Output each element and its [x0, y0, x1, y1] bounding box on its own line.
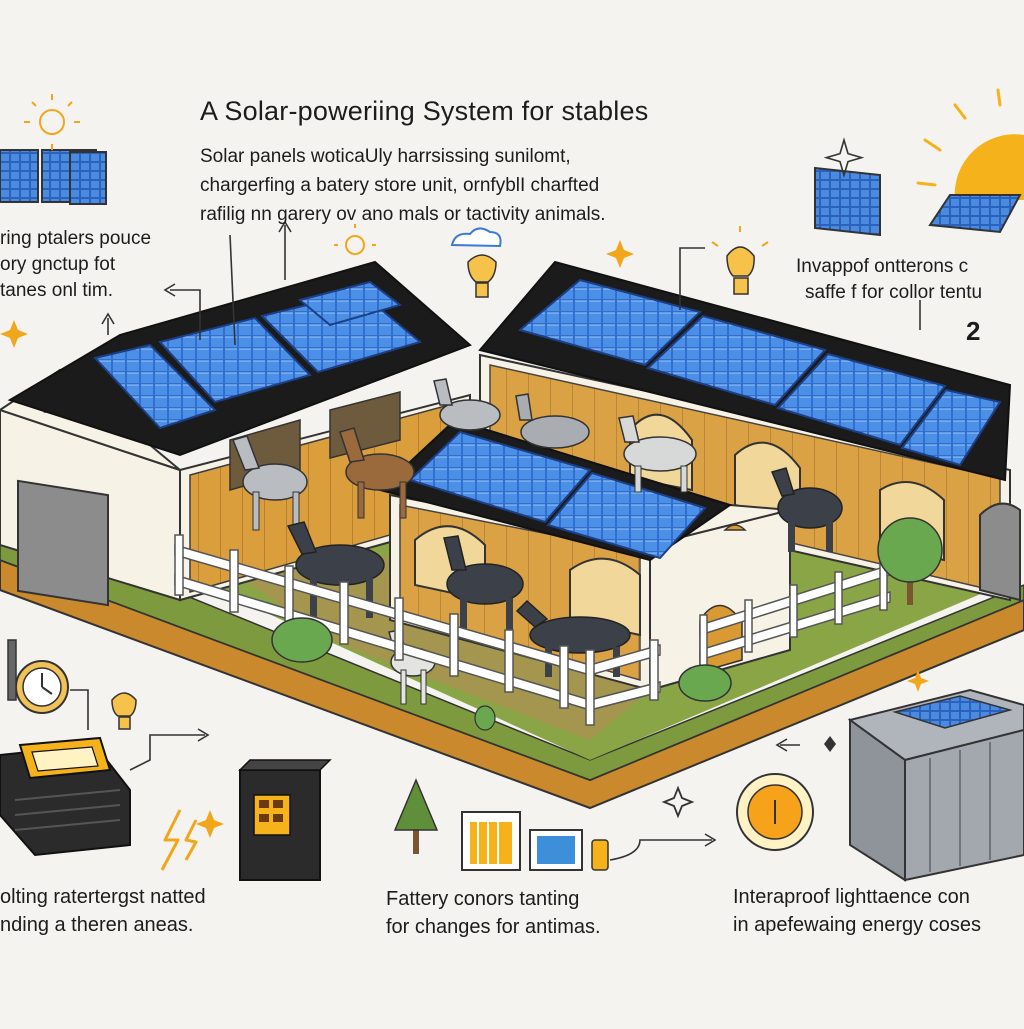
- right-callout-line: Invappof ontterons c: [796, 256, 969, 277]
- solar-panel: [646, 314, 827, 407]
- horse: [286, 521, 385, 618]
- solar-panel: [546, 471, 707, 560]
- bottom-left-caption: nding a theren aneas.: [0, 914, 194, 936]
- clock-icon: [7, 639, 69, 714]
- horse: [515, 393, 590, 449]
- barn-door: [17, 479, 109, 607]
- solar-panel: [900, 388, 1002, 467]
- sparkle-icon: [823, 137, 865, 179]
- horse: [339, 427, 415, 519]
- cloud-lightbulb-icon: [450, 227, 502, 298]
- sun-small-icon: [334, 224, 376, 255]
- bottom-left-caption: olting ratertergst natted: [0, 886, 206, 908]
- battery-unit-icon: [0, 736, 131, 857]
- lightbulb-icon: [111, 692, 137, 730]
- solar-panel: [158, 316, 312, 404]
- left-callout-line: ory gnctup fot: [0, 254, 116, 275]
- connector-arrows: [70, 220, 921, 861]
- left-callout-line: ring ptalers pouce: [0, 228, 152, 249]
- inverter-icon: [238, 759, 332, 881]
- solar-panel: [408, 430, 592, 524]
- left-callout-line: tanes onl tim.: [0, 280, 113, 301]
- intro-line: chargerfing a batery store unit, ornfybl…: [200, 175, 600, 196]
- sparkle-icon: [661, 785, 695, 819]
- bottom-right-caption: Interaproof lighttaence con: [733, 886, 970, 908]
- tree-icon: [393, 778, 439, 854]
- sun-small-icon: [24, 94, 80, 150]
- solar-panel-icon: [814, 166, 1022, 237]
- solar-panel: [297, 280, 403, 327]
- sparkle-icon: [0, 240, 929, 838]
- bottom-center-caption: Fattery conors tanting: [386, 888, 580, 910]
- step-number: 2: [966, 316, 981, 346]
- fence: [174, 534, 891, 726]
- right-callout-line: saffe f for collor tentu: [805, 282, 983, 303]
- bottom-center-caption: for changes for antimas.: [386, 916, 601, 938]
- solar-panel-icon: [0, 149, 107, 205]
- horse: [231, 435, 308, 531]
- lightbulb-icon: [711, 226, 769, 295]
- horse: [443, 535, 524, 638]
- solar-panel: [517, 278, 702, 367]
- page-title: A Solar-poweriing System for stables: [200, 96, 649, 126]
- intro-line: rafilig nn garery ov ano mals or tactivi…: [200, 204, 606, 225]
- lightning-icon: [160, 809, 198, 871]
- left-barn: [0, 260, 472, 607]
- horse: [770, 467, 843, 552]
- battery-jar-icon: [461, 811, 609, 871]
- sun-icon: [916, 88, 1024, 200]
- energy-meter-icon: [736, 773, 814, 851]
- horse: [618, 415, 697, 493]
- intro-line: Solar panels woticaUly harrsissing sunil…: [200, 146, 571, 167]
- horse: [433, 378, 501, 431]
- bolt-icon: [824, 736, 836, 752]
- solar-panel: [93, 343, 217, 430]
- bushes: [271, 517, 943, 731]
- battery-enclosure-icon: [847, 688, 1024, 882]
- solar-panel: [776, 352, 947, 447]
- bottom-right-caption: in apefewaing energy coses: [733, 914, 981, 936]
